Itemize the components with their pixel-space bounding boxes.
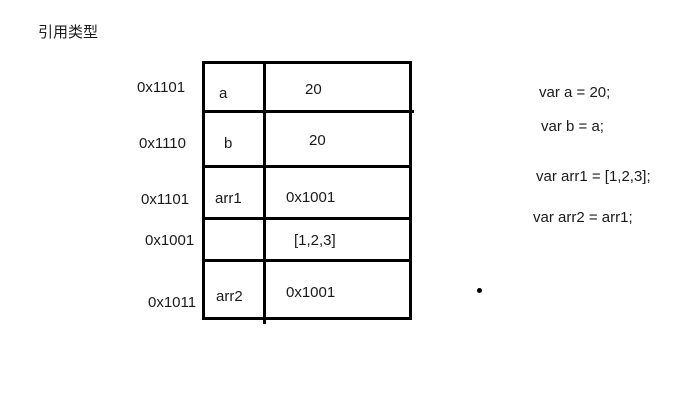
table-row-line <box>202 61 412 64</box>
table-row-line <box>202 317 412 320</box>
address-label: 0x1001 <box>145 232 195 249</box>
table-divider <box>263 62 266 324</box>
code-line: var arr2 = arr1; <box>533 209 633 226</box>
code-line: var a = 20; <box>539 84 611 101</box>
variable-value: 20 <box>305 81 322 98</box>
variable-name: arr1 <box>215 190 242 207</box>
variable-value: 0x1001 <box>286 189 336 206</box>
address-label: 0x1011 <box>148 294 197 311</box>
address-label: 0x1110 <box>139 135 186 152</box>
variable-name: b <box>224 135 233 152</box>
variable-value: 20 <box>309 132 326 149</box>
variable-name: arr2 <box>216 288 243 305</box>
code-line: var b = a; <box>541 118 604 135</box>
table-border-left <box>202 62 205 320</box>
variable-value: [1,2,3] <box>294 232 336 249</box>
table-row-line <box>202 259 412 262</box>
address-label: 0x1101 <box>137 79 186 96</box>
table-border-right <box>409 62 412 320</box>
table-row-line <box>202 165 412 168</box>
table-row-line <box>202 110 414 113</box>
variable-name: a <box>219 85 228 102</box>
page-title: 引用类型 <box>38 23 99 41</box>
address-label: 0x1101 <box>141 191 190 208</box>
variable-value: 0x1001 <box>286 284 336 301</box>
code-line: var arr1 = [1,2,3]; <box>536 168 651 185</box>
table-row-line <box>202 217 412 220</box>
dot-mark <box>477 288 482 293</box>
